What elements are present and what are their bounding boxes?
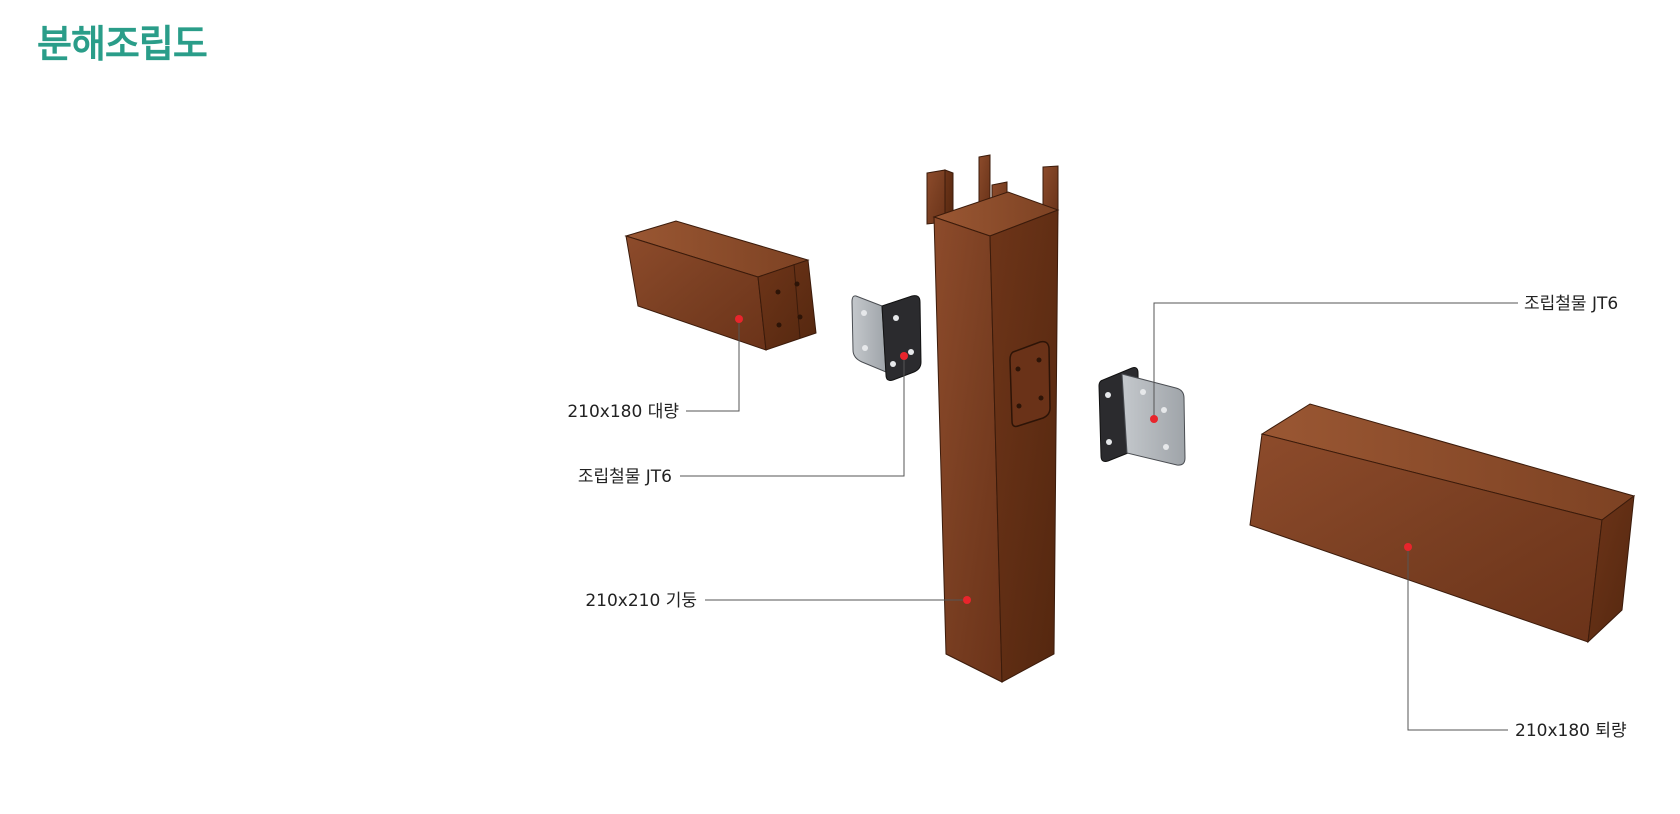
marker-left-bracket: [900, 352, 908, 360]
label-post: 210x210 기둥: [585, 591, 697, 611]
callout-right-bracket: 조립철물 JT6: [1150, 294, 1618, 423]
marker-left-beam: [735, 315, 743, 323]
label-right-bracket: 조립철물 JT6: [1524, 294, 1618, 314]
callout-left-bracket: 조립철물 JT6: [578, 352, 908, 487]
post-210x210: [926, 154, 1060, 683]
marker-right-bracket: [1150, 415, 1158, 423]
label-left-beam: 210x180 대량: [567, 402, 679, 422]
callout-right-beam: 210x180 퇴량: [1404, 543, 1627, 741]
page-title: 분해조립도: [37, 22, 208, 66]
left-beam-210x180: [624, 220, 817, 351]
callout-left-beam: 210x180 대량: [567, 315, 743, 422]
label-right-beam: 210x180 퇴량: [1515, 721, 1627, 741]
right-beam-210x180: [1249, 403, 1636, 644]
marker-right-beam: [1404, 543, 1412, 551]
right-bracket-jt6: [1098, 367, 1186, 466]
callout-post: 210x210 기둥: [585, 591, 971, 611]
label-left-bracket: 조립철물 JT6: [578, 467, 672, 487]
marker-post: [963, 596, 971, 604]
left-bracket-jt6: [851, 295, 922, 381]
